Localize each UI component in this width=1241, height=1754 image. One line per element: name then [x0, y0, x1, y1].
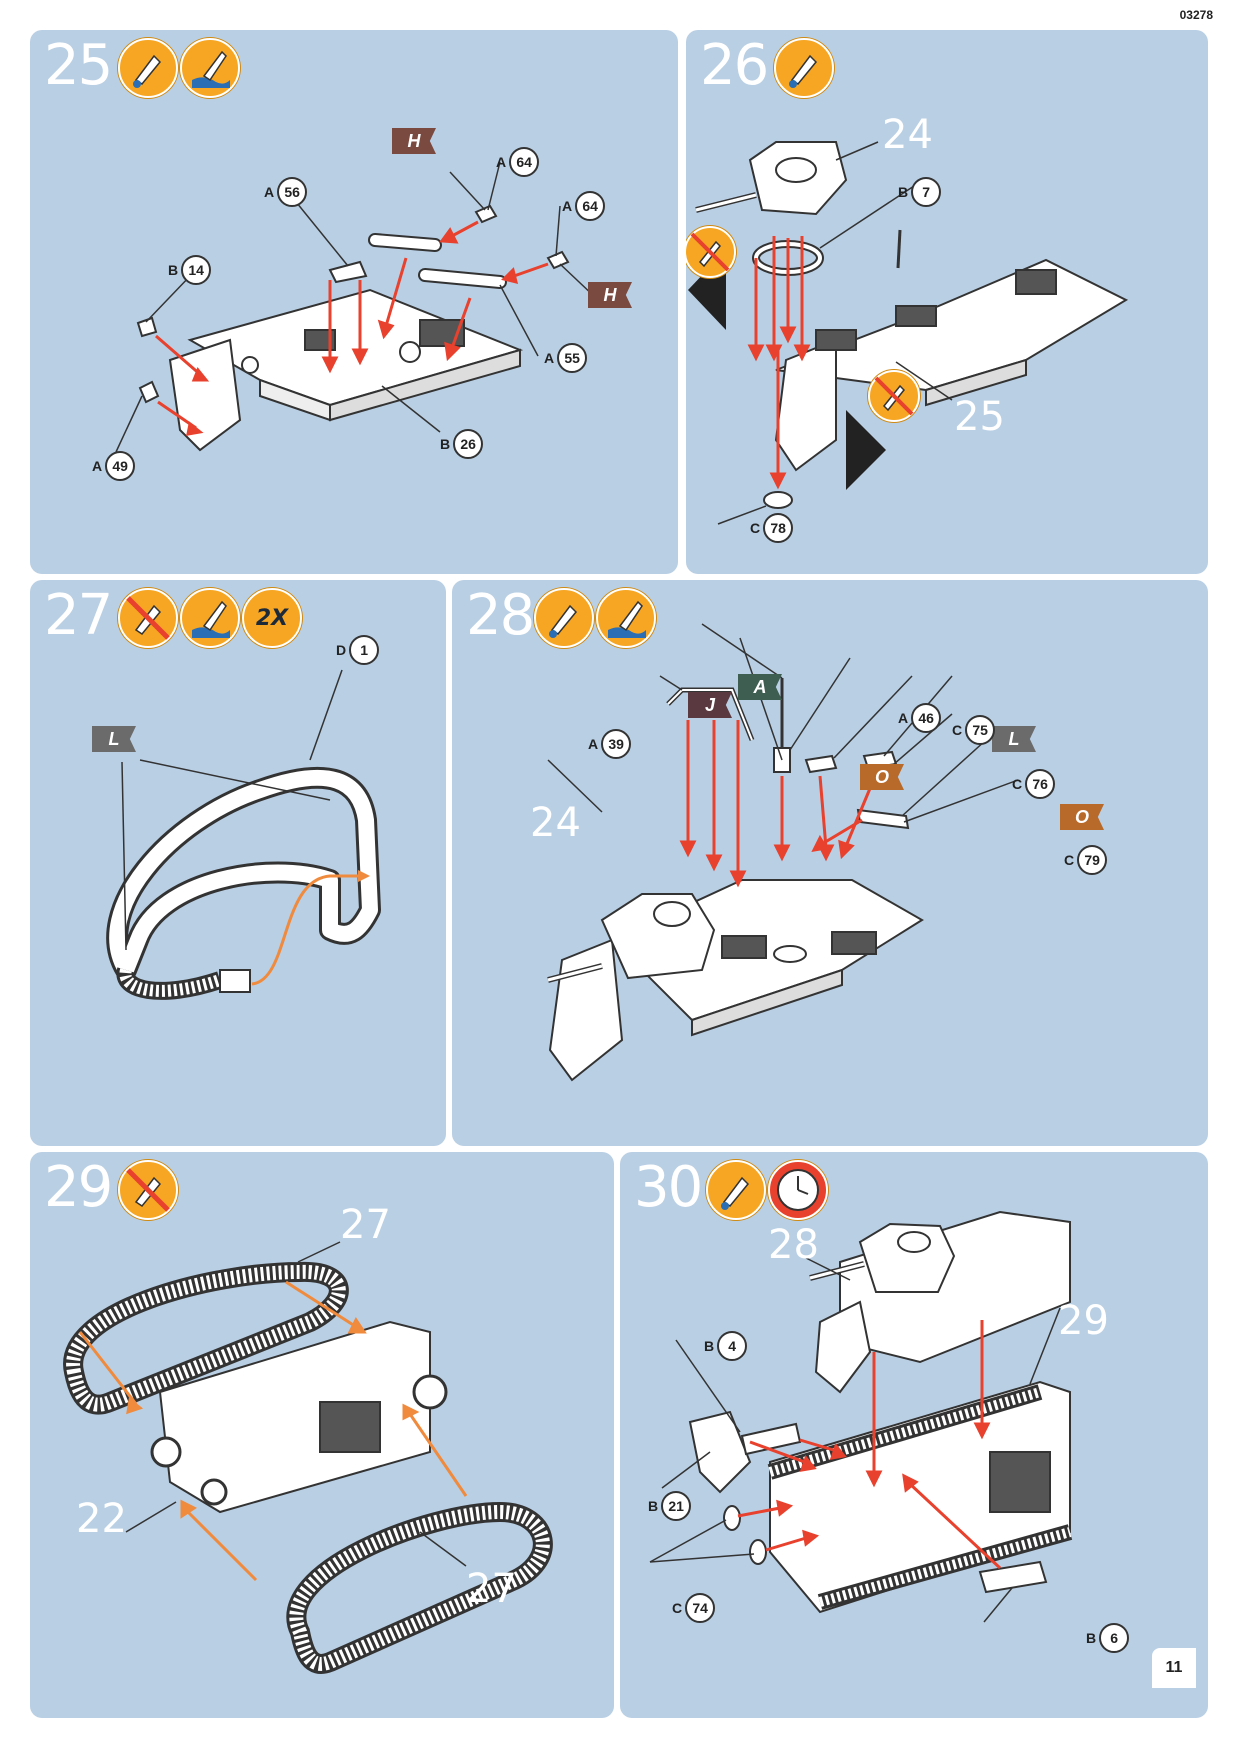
- step-27-drawing: [106, 669, 381, 1000]
- no-glue-icon: [868, 370, 920, 422]
- glue-icon: [706, 1160, 766, 1220]
- step-29-panel: 29 27 22 27: [30, 1152, 614, 1718]
- no-glue-icon: [686, 226, 736, 278]
- paint-icon: [180, 588, 240, 648]
- step-26-panel: 26: [686, 30, 1208, 574]
- paint-flag-h: H: [588, 282, 632, 308]
- paint-icon: [596, 588, 656, 648]
- glue-icon: [118, 38, 178, 98]
- paint-flag-o: O: [1060, 804, 1104, 830]
- step-number: 26: [700, 33, 769, 98]
- reference-label: 27: [340, 1202, 391, 1248]
- step-25-drawing: [115, 161, 597, 453]
- reference-label: 28: [768, 1222, 819, 1268]
- reference-label: 27: [466, 1566, 517, 1612]
- glue-icon: [534, 588, 594, 648]
- step-number: 27: [44, 583, 113, 648]
- step-26-drawing: [688, 141, 1129, 525]
- step-29-drawing: [63, 1241, 553, 1674]
- paint-flag-j: J: [688, 692, 732, 718]
- step-number: 28: [466, 583, 535, 648]
- no-glue-icon: [118, 1160, 178, 1220]
- step-number: 29: [44, 1155, 113, 1220]
- no-glue-icon: [118, 588, 178, 648]
- step-28-panel: 28: [452, 580, 1208, 1146]
- glue-icon: [774, 38, 834, 98]
- clock-icon: [768, 1160, 828, 1220]
- paint-flag-o: O: [860, 764, 904, 790]
- step-30-drawing: [649, 1210, 1073, 1623]
- paint-flag-h: H: [392, 128, 436, 154]
- paint-flag-a: A: [738, 674, 782, 700]
- step-30-panel: 30: [620, 1152, 1208, 1718]
- multiplier-badge: 2X: [242, 588, 302, 648]
- step-25-panel: 25: [30, 30, 678, 574]
- reference-label: 24: [530, 800, 581, 846]
- product-code: 03278: [1179, 8, 1213, 22]
- paint-icon: [180, 38, 240, 98]
- step-number: 30: [634, 1155, 703, 1220]
- reference-label: 25: [954, 394, 1005, 440]
- reference-label: 29: [1058, 1298, 1109, 1344]
- step-number: 25: [44, 33, 113, 98]
- paint-flag-l: L: [92, 726, 136, 752]
- reference-label: 22: [76, 1496, 127, 1542]
- reference-label: 24: [882, 112, 933, 158]
- paint-flag-l: L: [992, 726, 1036, 752]
- page-number: 11: [1152, 1648, 1196, 1688]
